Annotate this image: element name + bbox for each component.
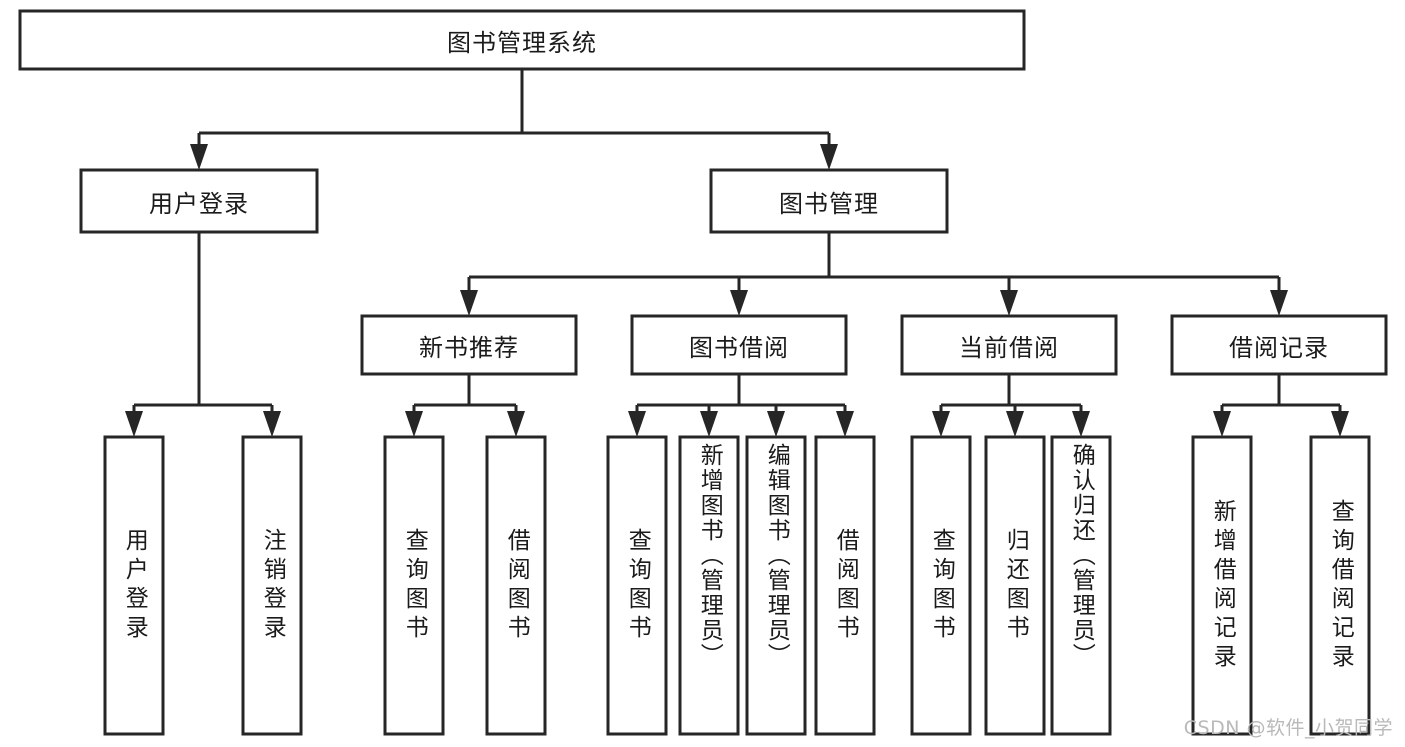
arrow-head-icon xyxy=(190,144,208,170)
leaf-node-box[interactable] xyxy=(103,435,165,736)
arrow-head-icon xyxy=(1213,411,1231,437)
leaf-node-box[interactable] xyxy=(814,435,876,736)
arrow-head-icon xyxy=(628,411,646,437)
level3-node-box[interactable] xyxy=(900,314,1118,376)
leaf-node-box[interactable] xyxy=(1191,435,1253,736)
arrow-head-icon xyxy=(932,411,950,437)
arrow-head-icon xyxy=(1006,411,1024,437)
level3-node-box[interactable] xyxy=(630,314,848,376)
arrow-head-icon xyxy=(1000,290,1018,316)
watermark-text: CSDN @软件_小贺同学 xyxy=(1183,717,1393,739)
arrow-head-icon xyxy=(700,411,718,437)
level3-node-box[interactable] xyxy=(360,314,578,376)
arrow-head-icon xyxy=(730,290,748,316)
leaf-node-box[interactable] xyxy=(910,435,972,736)
arrow-head-icon xyxy=(820,144,838,170)
leaf-node-box[interactable] xyxy=(678,435,740,736)
arrow-head-icon xyxy=(507,411,525,437)
arrow-head-icon xyxy=(460,290,478,316)
leaf-node-box[interactable] xyxy=(606,435,668,736)
level2-node-box[interactable] xyxy=(709,168,949,234)
leaf-node-box[interactable] xyxy=(1309,435,1371,736)
level3-node-box[interactable] xyxy=(1170,314,1388,376)
leaf-node-box[interactable] xyxy=(485,435,547,736)
arrow-head-icon xyxy=(125,411,143,437)
arrow-head-icon xyxy=(1270,290,1288,316)
arrow-head-icon xyxy=(263,411,281,437)
leaf-node-box[interactable] xyxy=(241,435,303,736)
arrow-head-icon xyxy=(767,411,785,437)
arrow-head-icon xyxy=(405,411,423,437)
arrow-head-icon xyxy=(836,411,854,437)
arrow-head-icon xyxy=(1331,411,1349,437)
boxes-layer xyxy=(18,9,1388,736)
leaf-node-box[interactable] xyxy=(745,435,807,736)
root-node-box[interactable] xyxy=(18,9,1026,71)
level2-node-box[interactable] xyxy=(79,168,319,234)
leaf-node-box[interactable] xyxy=(1050,435,1112,736)
leaf-node-box[interactable] xyxy=(984,435,1046,736)
arrow-head-icon xyxy=(1072,411,1090,437)
edges-layer xyxy=(125,69,1349,437)
leaf-node-box[interactable] xyxy=(383,435,445,736)
